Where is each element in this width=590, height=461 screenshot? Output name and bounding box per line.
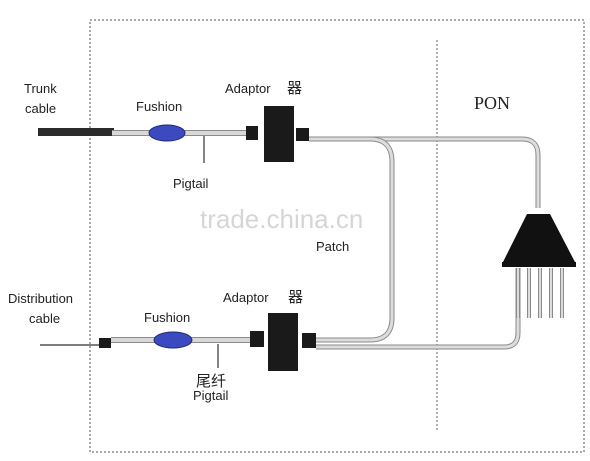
fiber-bottom-to-pon-edge — [316, 268, 521, 350]
distribution-label-line1: Distribution — [8, 291, 73, 306]
distribution-label-line2: cable — [29, 311, 60, 326]
pigtail-label-top: Pigtail — [173, 176, 209, 191]
fiber-top-to-pon — [309, 137, 540, 208]
fusion-splice-top — [148, 124, 186, 142]
watermark-text: trade.china.cn — [200, 204, 363, 234]
pon-splitter-body — [502, 214, 576, 264]
pon-output-fibers — [516, 268, 564, 318]
adaptor-cjk-top: 器 — [287, 79, 302, 97]
fushion-label-bottom: Fushion — [144, 310, 190, 325]
pon-splitter-base — [502, 262, 576, 267]
pigtail-cjk-fragment: 尾纤 — [196, 372, 226, 390]
adaptor-plug-left-bottom — [250, 331, 264, 347]
trunk-label-line2: cable — [25, 101, 56, 116]
pigtail-label-bottom: Pigtail — [193, 388, 229, 403]
adaptor-cjk-bottom: 器 — [288, 288, 303, 306]
patch-label: Patch — [316, 239, 349, 254]
patch-cord — [316, 137, 394, 342]
trunk-label-line1: Trunk — [24, 81, 57, 96]
enclosure-frame — [89, 19, 585, 453]
trunk-cable — [38, 128, 114, 136]
fiber-top-to-pon-edge — [309, 136, 541, 208]
adaptor-plug-left-top — [246, 126, 258, 140]
adaptor-label-bottom: Adaptor — [223, 290, 269, 305]
fiber-bottom-to-pon — [316, 268, 520, 349]
adaptor-plug-right-bottom — [302, 333, 316, 348]
distribution-connector — [99, 338, 111, 348]
fushion-label-top: Fushion — [136, 99, 182, 114]
adaptor-plug-right-top — [296, 128, 309, 141]
adaptor-label-top: Adaptor — [225, 81, 271, 96]
adaptor-body-top — [264, 106, 294, 162]
fusion-splice-bottom — [153, 331, 193, 349]
pon-label: PON — [474, 93, 510, 113]
adaptor-body-bottom — [268, 313, 298, 371]
